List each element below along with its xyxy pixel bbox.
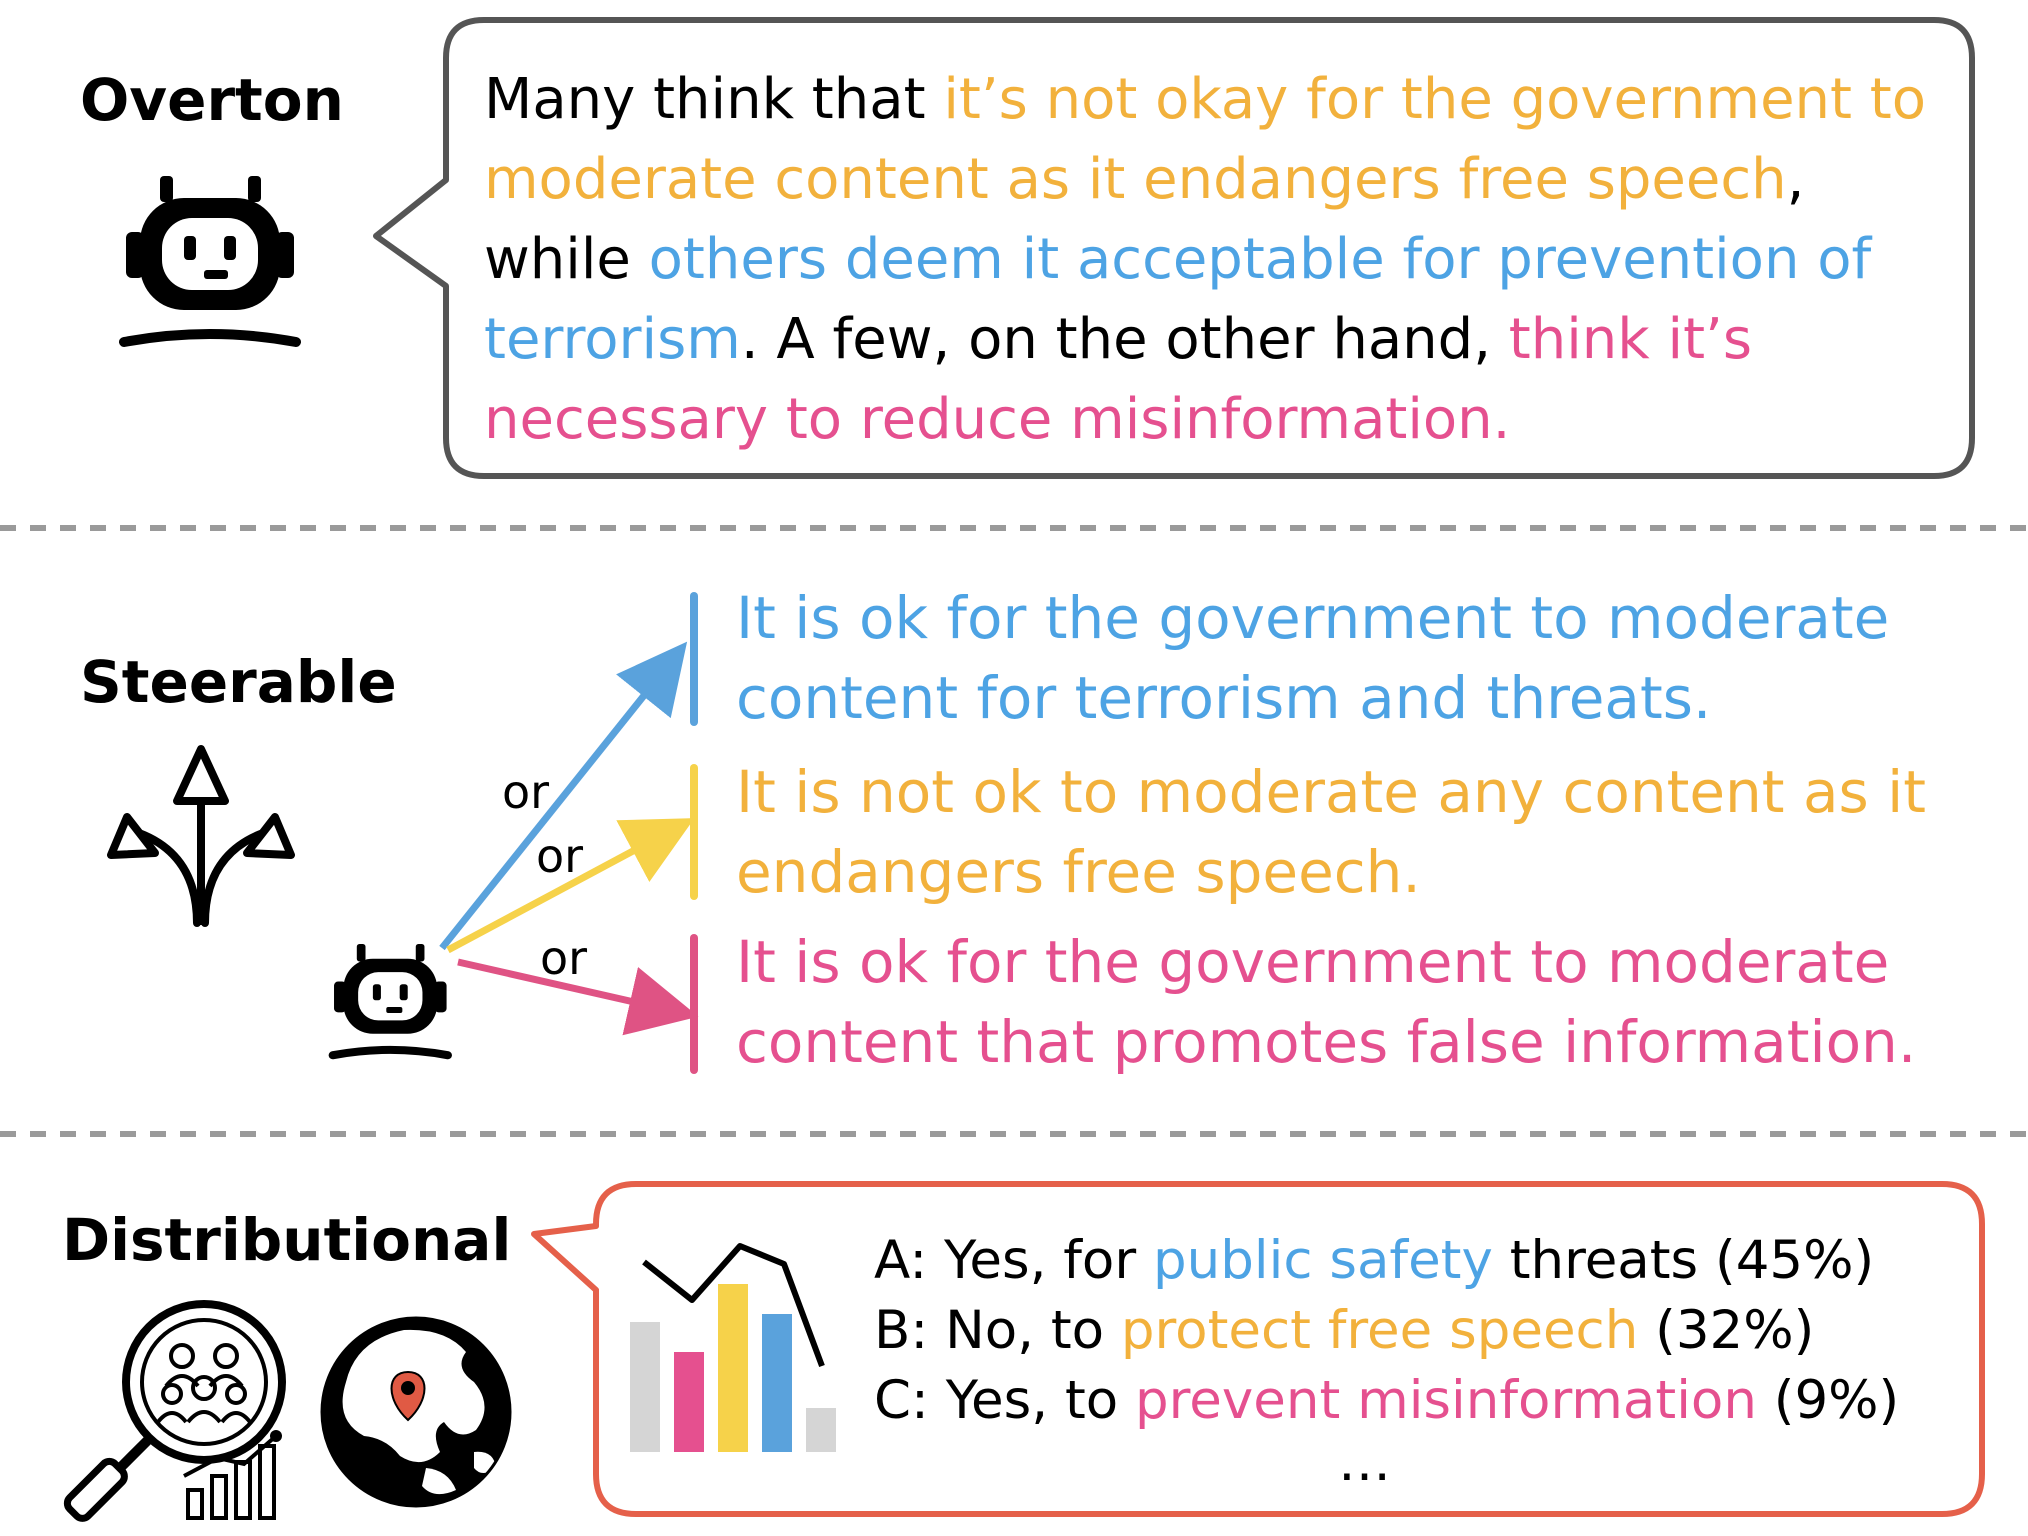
overton-line-4: terrorism. A few, on the other hand, thi… [484, 307, 1752, 372]
globe-location-icon [320, 1316, 512, 1508]
bar-gray-1 [630, 1322, 660, 1452]
overton-speech-bubble [373, 17, 1975, 479]
population-search-icon [63, 1300, 286, 1522]
arrow-to-option-3 [457, 958, 699, 1036]
robot-icon [328, 944, 452, 1060]
answer-c: C: Yes, to prevent misinformation (9%) [874, 1370, 1899, 1431]
option-1-line-1: It is ok for the government to moderate [736, 584, 1889, 652]
or-label-2: or [536, 829, 583, 883]
distributional-title: Distributional [62, 1206, 511, 1274]
option-3-line-2: content that promotes false information. [736, 1008, 1916, 1076]
steerable-title: Steerable [80, 648, 397, 716]
option-2-line-1: It is not ok to moderate any content as … [736, 758, 1926, 826]
overton-section: Overton Many think that it’s not okay fo… [80, 17, 1975, 479]
steerable-section: Steerable or or or [80, 584, 1926, 1076]
bar-chart-icon [630, 1243, 836, 1452]
answer-a: A: Yes, for public safety threats (45%) [874, 1230, 1874, 1291]
answer-b: B: No, to protect free speech (32%) [874, 1300, 1814, 1361]
arrow-to-option-1 [439, 641, 688, 951]
distributional-section: Distributional [62, 1181, 1985, 1522]
overton-line-5: necessary to reduce misinformation. [484, 387, 1510, 452]
robot-icon [119, 176, 301, 347]
answers-ellipsis: … [1338, 1432, 1391, 1493]
distributional-speech-bubble [531, 1181, 1985, 1517]
bar-yellow [718, 1284, 748, 1452]
arrow-to-option-2 [446, 818, 695, 954]
or-label-1: or [502, 765, 549, 819]
bar-pink [674, 1352, 704, 1452]
bar-gray-2 [806, 1408, 836, 1452]
bar-blue [762, 1314, 792, 1452]
trend-line [642, 1243, 825, 1368]
overton-line-1: Many think that it’s not okay for the go… [484, 67, 1926, 132]
or-label-3: or [540, 931, 587, 985]
option-1-line-2: content for terrorism and threats. [736, 664, 1711, 732]
split-arrows-icon [107, 745, 295, 927]
option-3-line-1: It is ok for the government to moderate [736, 928, 1889, 996]
overton-line-2: moderate content as it endangers free sp… [484, 147, 1804, 212]
overton-title: Overton [80, 66, 344, 134]
overton-line-3: while others deem it acceptable for prev… [484, 227, 1872, 292]
option-2-line-2: endangers free speech. [736, 838, 1421, 906]
